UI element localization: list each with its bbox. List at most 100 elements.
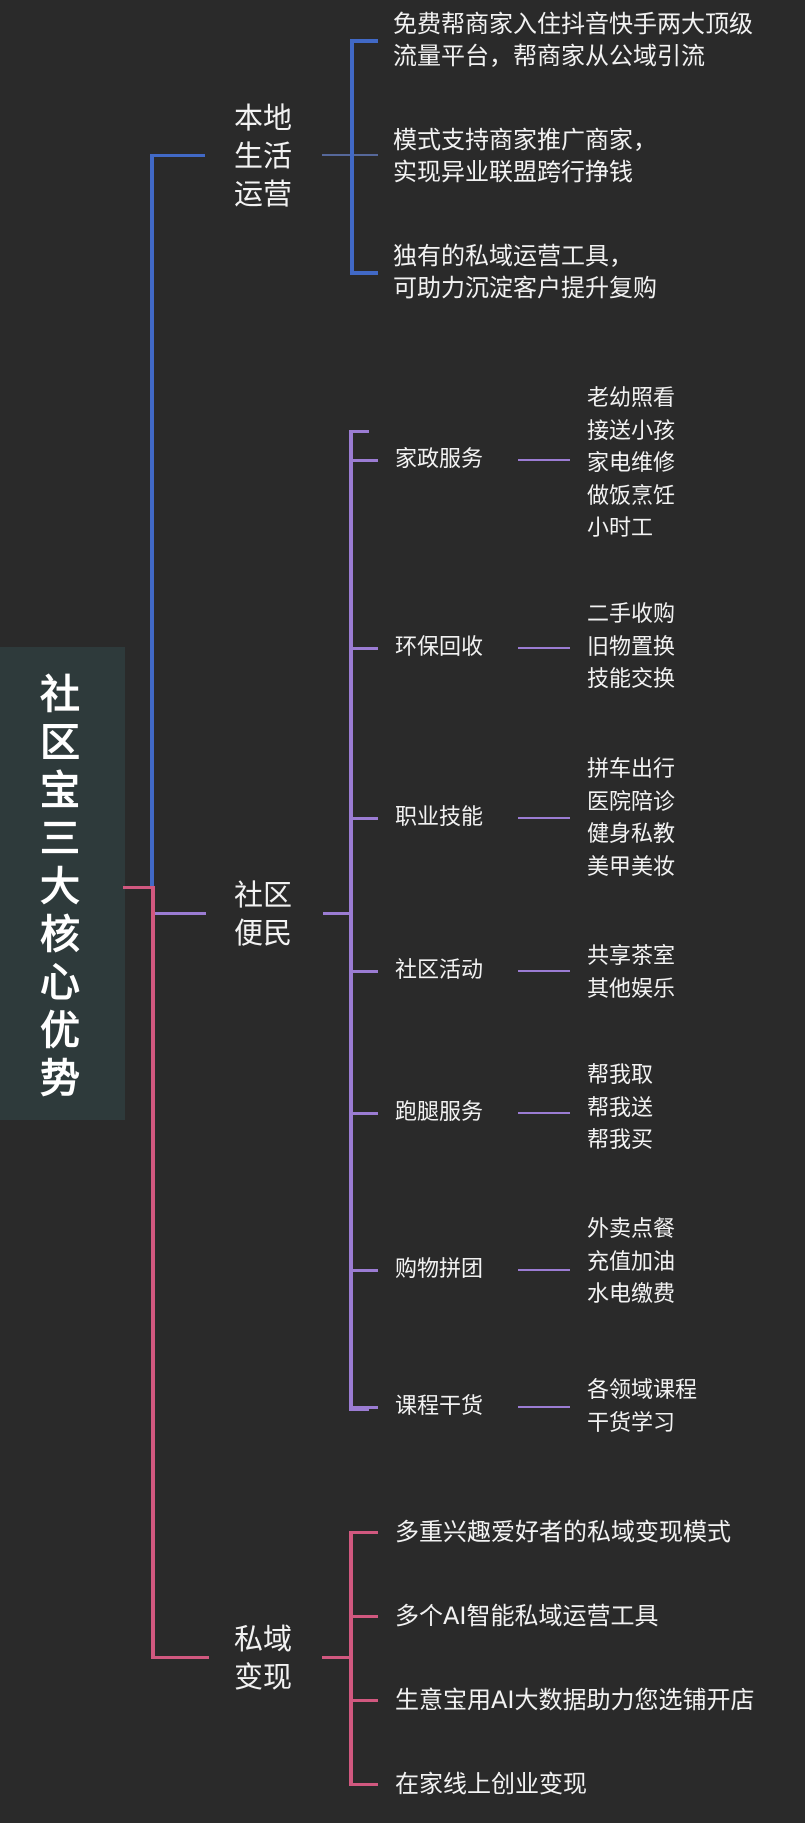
red-bracket-tick xyxy=(349,1783,378,1786)
monetization-item: 在家线上创业变现 xyxy=(395,1770,587,1798)
root-title-char: 区 xyxy=(40,720,80,766)
branch-label-line: 运营 xyxy=(233,177,292,211)
local-life-item: 模式支持商家推广商家， 实现异业联盟跨行挣钱 xyxy=(393,124,657,188)
red-root-stub xyxy=(123,886,154,889)
branch-label-line: 便民 xyxy=(233,916,292,950)
category-item: 其他娱乐 xyxy=(587,976,676,1002)
blue-bracket-top xyxy=(350,39,378,43)
branch-label-line: 本地 xyxy=(233,101,292,135)
item-line: 流量平台，帮商家从公域引流 xyxy=(393,42,705,70)
connector-line xyxy=(323,912,351,915)
item-line: 模式支持商家推广商家， xyxy=(393,126,657,154)
category-item: 外卖点餐 xyxy=(587,1217,676,1242)
blue-bracket-bottom xyxy=(350,271,378,275)
item-line: 免费帮商家入住抖音快手两大顶级 xyxy=(393,10,753,38)
connector-line xyxy=(518,647,570,649)
category-items: 老幼照看接送小孩家电维修做饭烹饪小时工 xyxy=(587,383,675,546)
red-bracket xyxy=(349,1532,353,1786)
branch-local-life: 本地 生活 运营 xyxy=(228,99,298,213)
purple-bracket-tick xyxy=(349,817,378,820)
root-title-char: 心 xyxy=(40,960,80,1006)
category-item: 旧物置换 xyxy=(587,634,676,660)
category-item: 健身私教 xyxy=(587,822,676,847)
category-items: 共享茶室其他娱乐 xyxy=(587,941,675,1006)
connector-line xyxy=(518,1112,570,1114)
category-item: 美甲美妆 xyxy=(587,854,676,880)
root-title-char: 优 xyxy=(40,1008,80,1054)
category-items: 外卖点餐充值加油水电缴费 xyxy=(587,1214,675,1312)
category-item: 充值加油 xyxy=(587,1249,676,1275)
connector-line xyxy=(518,817,570,819)
connector-line xyxy=(322,1656,350,1659)
root-title-char: 社 xyxy=(40,672,80,718)
category-label: 家政服务 xyxy=(395,447,484,472)
category-items: 拼车出行医院陪诊健身私教美甲美妆 xyxy=(587,754,675,884)
red-trunk-line xyxy=(151,886,155,1659)
purple-bracket xyxy=(349,430,353,1411)
category-item: 做饭烹饪 xyxy=(587,483,676,509)
red-bracket-tick xyxy=(349,1699,378,1702)
connector-line xyxy=(518,459,570,461)
category-items: 二手收购旧物置换技能交换 xyxy=(587,599,675,697)
root-title-char: 核 xyxy=(40,912,80,958)
category-item: 帮我取 xyxy=(587,1063,654,1088)
local-life-item: 独有的私域运营工具， 可助力沉淀客户提升复购 xyxy=(393,240,657,304)
category-item: 帮我买 xyxy=(587,1128,654,1153)
category-item: 水电缴费 xyxy=(587,1282,676,1307)
purple-bracket-tick xyxy=(349,1269,378,1272)
category-item: 老幼照看 xyxy=(587,386,676,411)
category-label: 课程干货 xyxy=(395,1394,484,1419)
local-life-item: 免费帮商家入住抖音快手两大顶级 流量平台，帮商家从公域引流 xyxy=(393,8,753,72)
item-line: 独有的私域运营工具， xyxy=(393,242,633,270)
category-item: 拼车出行 xyxy=(587,757,676,782)
root-title-char: 三 xyxy=(40,816,80,862)
connector-line xyxy=(518,1406,570,1408)
branch-private-monetization: 私域 变现 xyxy=(228,1620,298,1696)
monetization-item: 生意宝用AI大数据助力您选铺开店 xyxy=(395,1686,755,1714)
purple-branch-stub xyxy=(155,912,206,915)
category-label: 购物拼团 xyxy=(395,1257,484,1282)
category-label: 社区活动 xyxy=(395,958,484,983)
red-bracket-tick xyxy=(349,1531,378,1534)
category-label: 职业技能 xyxy=(395,805,484,830)
purple-bracket-tick xyxy=(349,1406,378,1409)
branch-label-line: 社区 xyxy=(233,878,292,912)
monetization-item: 多重兴趣爱好者的私域变现模式 xyxy=(395,1518,731,1546)
category-item: 各领域课程 xyxy=(587,1378,698,1403)
root-title-char: 宝 xyxy=(40,768,80,814)
category-item: 小时工 xyxy=(587,516,654,541)
branch-label-line: 变现 xyxy=(233,1660,292,1694)
category-items: 帮我取帮我送帮我买 xyxy=(587,1060,653,1158)
category-item: 技能交换 xyxy=(587,667,676,692)
blue-trunk-line xyxy=(150,154,154,888)
branch-label-line: 私域 xyxy=(233,1622,292,1656)
connector-line xyxy=(518,970,570,972)
root-title-char: 大 xyxy=(40,864,80,910)
item-line: 可助力沉淀客户提升复购 xyxy=(393,274,657,302)
category-item: 医院陪诊 xyxy=(587,789,676,815)
purple-bracket-corner xyxy=(349,430,369,433)
item-line: 实现异业联盟跨行挣钱 xyxy=(393,158,633,186)
blue-bracket xyxy=(350,40,354,274)
monetization-item: 多个AI智能私域运营工具 xyxy=(395,1602,659,1630)
category-label: 环保回收 xyxy=(395,635,484,660)
purple-bracket-tick xyxy=(349,459,378,462)
root-title-char: 势 xyxy=(40,1056,80,1102)
category-item: 家电维修 xyxy=(587,451,676,476)
purple-bracket-tick xyxy=(349,647,378,650)
category-item: 帮我送 xyxy=(587,1095,654,1121)
category-item: 二手收购 xyxy=(587,602,676,627)
category-items: 各领域课程干货学习 xyxy=(587,1375,697,1440)
category-label: 跑腿服务 xyxy=(395,1100,484,1125)
purple-bracket-tick xyxy=(349,970,378,973)
purple-bracket-tick xyxy=(349,1112,378,1115)
blue-branch-stub xyxy=(150,154,205,157)
red-bracket-tick xyxy=(349,1615,378,1618)
red-branch-stub xyxy=(151,1656,209,1659)
purple-bracket-corner xyxy=(349,1408,369,1411)
connector-line xyxy=(518,1269,570,1271)
branch-label-line: 生活 xyxy=(233,139,292,173)
branch-community-service: 社区 便民 xyxy=(228,876,298,952)
root-title-box: 社 区 宝 三 大 核 心 优 势 xyxy=(0,647,125,1120)
category-item: 接送小孩 xyxy=(587,418,676,444)
